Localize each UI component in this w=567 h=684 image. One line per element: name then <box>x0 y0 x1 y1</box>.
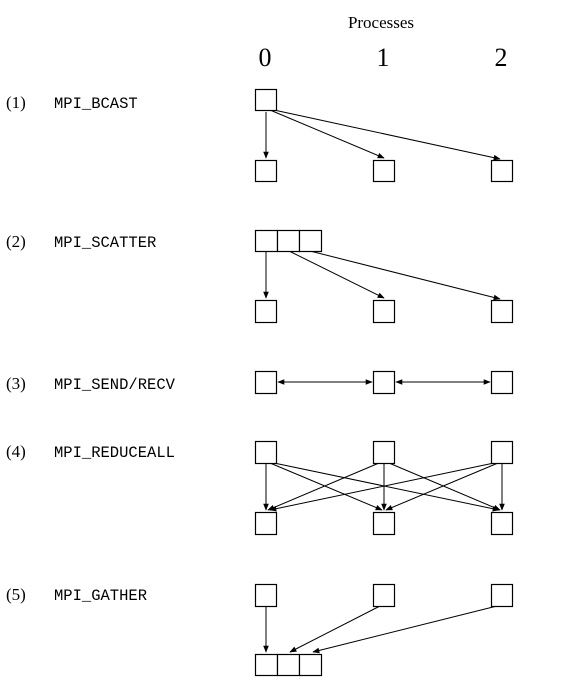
scatter-source-box-2 <box>298 229 323 253</box>
gather-target-box-0 <box>254 653 279 677</box>
gather-arrow-2 <box>312 605 498 654</box>
sendrecv-box-1 <box>372 370 396 395</box>
bcast-target-box-2 <box>490 159 514 183</box>
bcast-diagram <box>254 88 514 183</box>
operation-name-5: MPI_GATHER <box>54 587 147 605</box>
operation-name-2: MPI_SCATTER <box>54 234 156 252</box>
reduceall-source-box-2 <box>490 440 514 465</box>
operation-label-5: (5) MPI_GATHER <box>6 585 147 605</box>
process-column-2: 2 <box>495 43 508 72</box>
scatter-target-box-1 <box>372 299 396 324</box>
reduceall-arrow-0-1 <box>269 462 383 511</box>
operation-label-1: (1) MPI_BCAST <box>6 93 138 113</box>
gather-source-box-2 <box>490 583 514 608</box>
sendrecv-box-2 <box>490 370 514 395</box>
operation-number-3: (3) <box>6 374 26 393</box>
reduceall-arrow-2-1 <box>385 462 499 511</box>
process-column-0: 0 <box>259 43 272 72</box>
operation-name-1: MPI_BCAST <box>54 95 138 113</box>
operation-number-5: (5) <box>6 585 26 604</box>
operation-number-2: (2) <box>6 232 26 251</box>
operation-number-1: (1) <box>6 93 26 112</box>
sendrecv-box-0 <box>254 370 278 395</box>
scatter-diagram <box>254 229 514 324</box>
scatter-source-box-1 <box>276 229 301 253</box>
bcast-arrow-2 <box>273 109 501 161</box>
reduceall-target-box-1 <box>372 511 396 536</box>
operation-label-2: (2) MPI_SCATTER <box>6 232 156 252</box>
reduceall-arrow-1-2 <box>388 462 501 511</box>
bcast-target-box-1 <box>372 159 396 183</box>
reduceall-target-box-2 <box>490 511 514 536</box>
bcast-source-box <box>254 88 278 112</box>
operation-name-4: MPI_REDUCEALL <box>54 444 175 462</box>
sendrecv-diagram <box>254 370 514 395</box>
scatter-source-box-0 <box>254 229 279 253</box>
gather-arrow-1 <box>289 605 381 653</box>
scatter-arrow-2 <box>309 250 501 301</box>
reduceall-arrow-1-0 <box>267 462 380 511</box>
operation-label-4: (4) MPI_REDUCEALL <box>6 442 175 462</box>
scatter-target-box-2 <box>490 299 514 324</box>
operation-label-3: (3) MPI_SEND/RECV <box>6 374 176 394</box>
bcast-arrow-1 <box>269 109 385 159</box>
operation-number-4: (4) <box>6 442 26 461</box>
scatter-arrow-1 <box>288 250 385 299</box>
gather-source-box-0 <box>254 583 278 608</box>
scatter-target-box-0 <box>254 299 278 324</box>
gather-target-box-1 <box>276 653 301 677</box>
process-column-1: 1 <box>377 43 390 72</box>
reduceall-arrow-2-0 <box>269 462 495 512</box>
gather-target-box-2 <box>298 653 323 677</box>
bcast-target-box-0 <box>254 159 278 183</box>
reduceall-diagram <box>254 440 514 536</box>
reduceall-source-box-0 <box>254 440 278 465</box>
operation-name-3: MPI_SEND/RECV <box>54 376 176 394</box>
gather-diagram <box>254 583 514 677</box>
reduceall-source-box-1 <box>372 440 396 465</box>
reduceall-arrow-0-2 <box>273 462 500 512</box>
reduceall-target-box-0 <box>254 511 278 536</box>
processes-title: Processes <box>348 13 414 32</box>
gather-source-box-1 <box>372 583 396 608</box>
